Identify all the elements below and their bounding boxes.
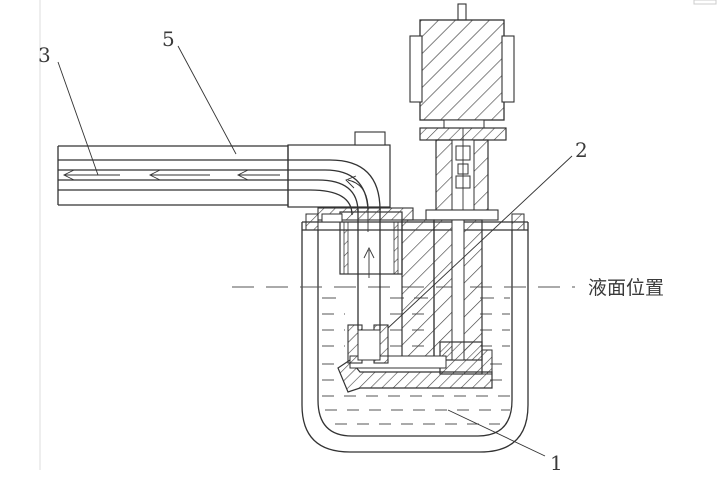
outlet-pipe-5 [57,145,381,216]
riser-pipe [339,195,403,364]
shaft-housing [425,128,499,221]
flow-arrows [62,169,369,232]
top-flange [317,207,414,223]
motor [409,3,515,141]
label-part-3: 3 [38,43,51,67]
leader-lines [57,45,573,457]
label-liquid-level: 液面位置 [588,277,664,299]
label-part-1: 1 [550,451,563,475]
corner-mark [693,0,717,5]
elbow-housing [287,131,391,208]
label-part-5: 5 [162,27,175,51]
pump-shaft [401,219,493,375]
label-part-2: 2 [575,138,588,162]
